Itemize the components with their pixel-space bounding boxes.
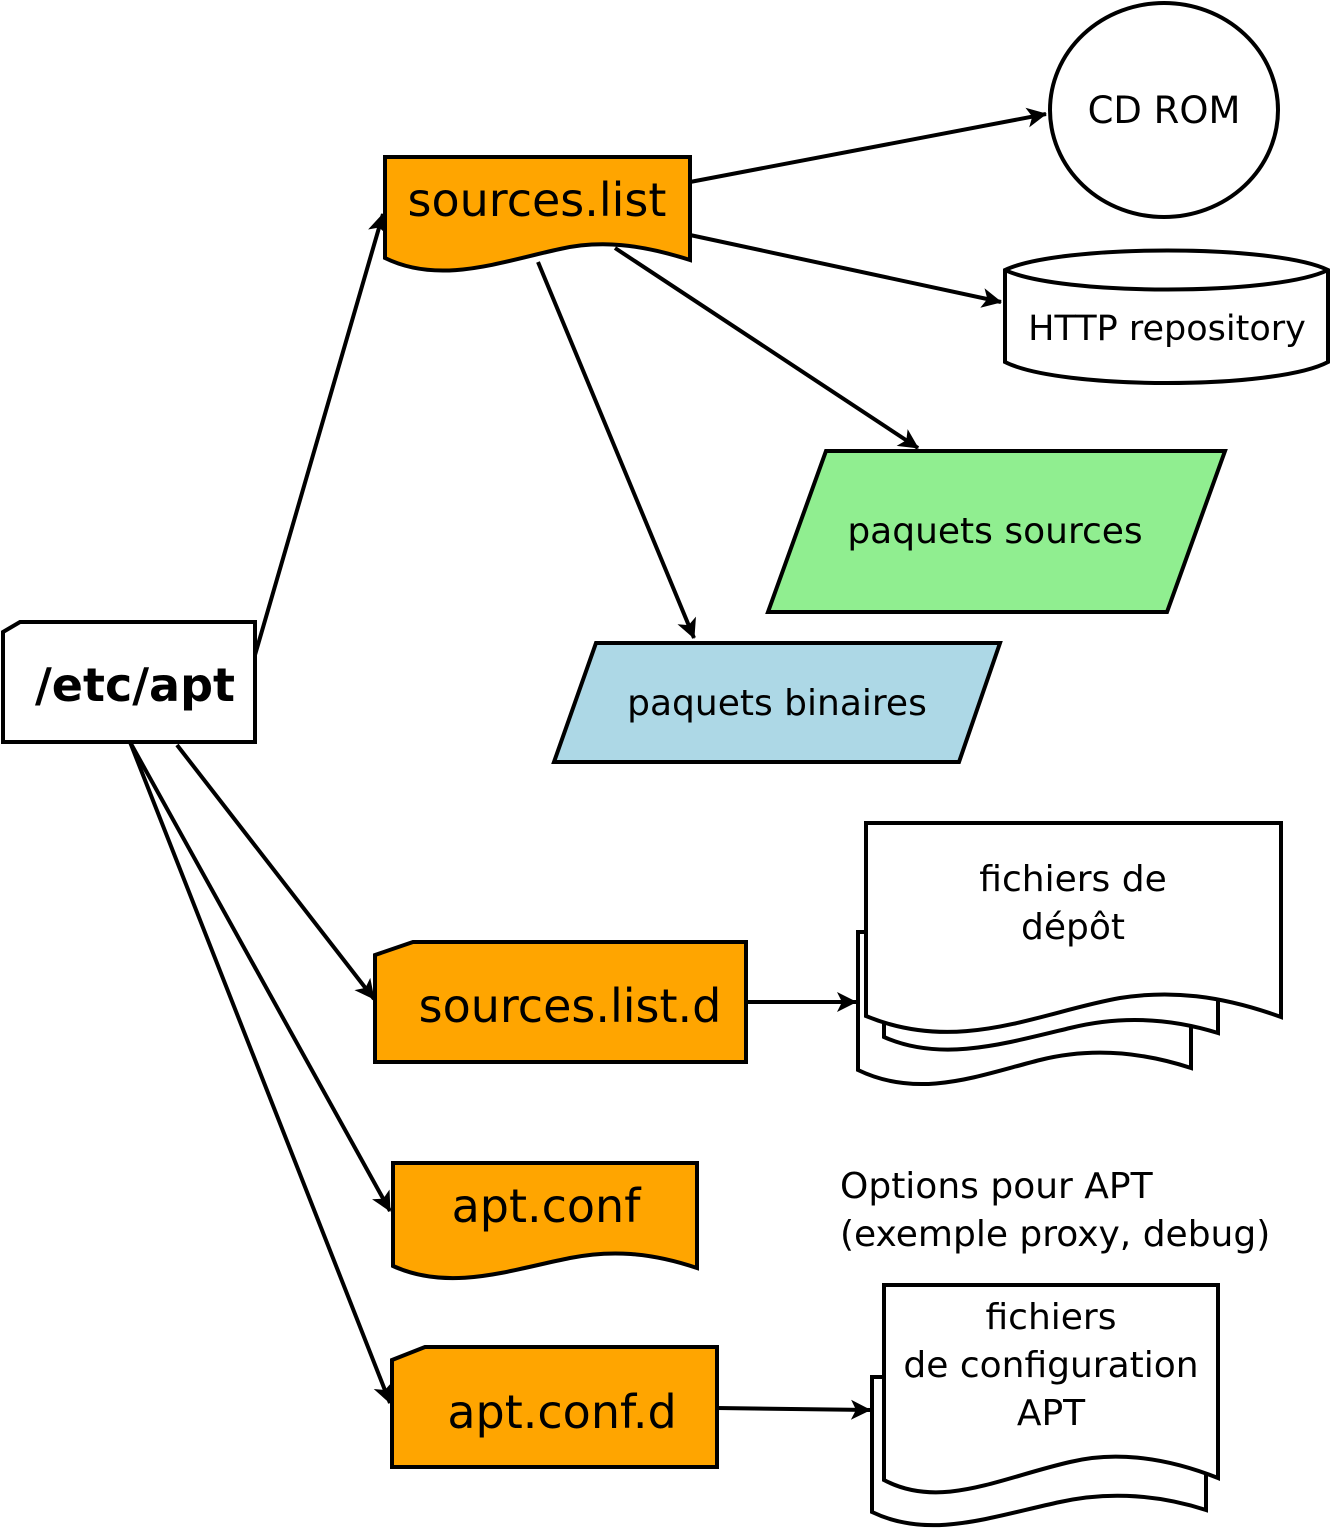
sources-list-d-label: sources.list.d — [419, 979, 722, 1033]
node-apt-conf-d[interactable]: apt.conf.d — [390, 1345, 719, 1469]
node-cd-rom[interactable]: CD ROM — [1048, 1, 1280, 219]
apt-conf-note-line1: Options pour APT — [840, 1166, 1154, 1207]
parallelogram-shape — [765, 449, 1228, 614]
fichiers-config-line1: fichiers — [986, 1297, 1117, 1338]
node-sources-list[interactable]: sources.list — [383, 155, 692, 273]
edges — [128, 107, 1047, 1420]
card-shape — [390, 1345, 719, 1469]
etc-apt-label: /etc/apt — [35, 658, 235, 712]
document-stack-front — [882, 1283, 1220, 1495]
edge-etcapt-sourceslistd — [175, 743, 376, 1001]
fichiers-depot-line2: dépôt — [1021, 907, 1125, 948]
fichiers-depot-line1: fichiers de — [979, 859, 1166, 900]
node-etc-apt[interactable]: /etc/apt — [1, 620, 257, 744]
card-shape — [373, 940, 748, 1064]
document-stack-front — [864, 821, 1283, 1034]
edge-etcapt-aptconf — [128, 741, 392, 1212]
parallelogram-shape — [551, 641, 1003, 764]
apt-conf-note-line2: (exemple proxy, debug) — [840, 1214, 1270, 1255]
node-fichiers-configuration[interactable]: fichiers de configuration APT — [870, 1283, 1220, 1528]
edge-sourceslist-cdrom — [689, 107, 1047, 184]
node-paquets-sources[interactable]: paquets sources — [765, 449, 1228, 614]
fichiers-config-line2: de configuration — [903, 1345, 1198, 1386]
sources-list-label: sources.list — [408, 173, 667, 227]
edge-sourceslist-paquets-sources — [613, 246, 920, 450]
edge-sourceslist-paquets-binaires — [536, 261, 696, 639]
fichiers-config-line3: APT — [1017, 1393, 1086, 1434]
card-shape — [1, 620, 257, 744]
paquets-sources-label: paquets sources — [847, 511, 1142, 552]
paquets-binaires-label: paquets binaires — [627, 683, 927, 724]
node-http-repository[interactable]: HTTP repository — [1003, 248, 1330, 385]
node-paquets-binaires[interactable]: paquets binaires — [551, 641, 1003, 764]
node-sources-list-d[interactable]: sources.list.d — [373, 940, 748, 1064]
node-fichiers-depot[interactable]: fichiers de dépôt — [856, 821, 1283, 1087]
edge-sourceslist-http — [689, 233, 1002, 308]
document-shape — [383, 155, 692, 273]
node-apt-conf[interactable]: apt.conf — [391, 1161, 699, 1281]
document-shape — [391, 1161, 699, 1281]
edge-etcapt-sourceslist — [253, 213, 388, 656]
cylinder-shape — [1003, 248, 1330, 385]
apt-conf-label: apt.conf — [452, 1179, 643, 1233]
apt-conf-note: Options pour APT (exemple proxy, debug) — [840, 1166, 1270, 1255]
edge-etcapt-aptconfd — [128, 741, 393, 1404]
http-repository-label: HTTP repository — [1028, 309, 1306, 349]
circle-shape — [1048, 1, 1280, 219]
cylinder-top — [1004, 268, 1329, 292]
apt-conf-d-label: apt.conf.d — [447, 1385, 676, 1439]
cd-rom-label: CD ROM — [1088, 89, 1241, 132]
edge-aptconfd-fichiers-config — [716, 1399, 871, 1420]
